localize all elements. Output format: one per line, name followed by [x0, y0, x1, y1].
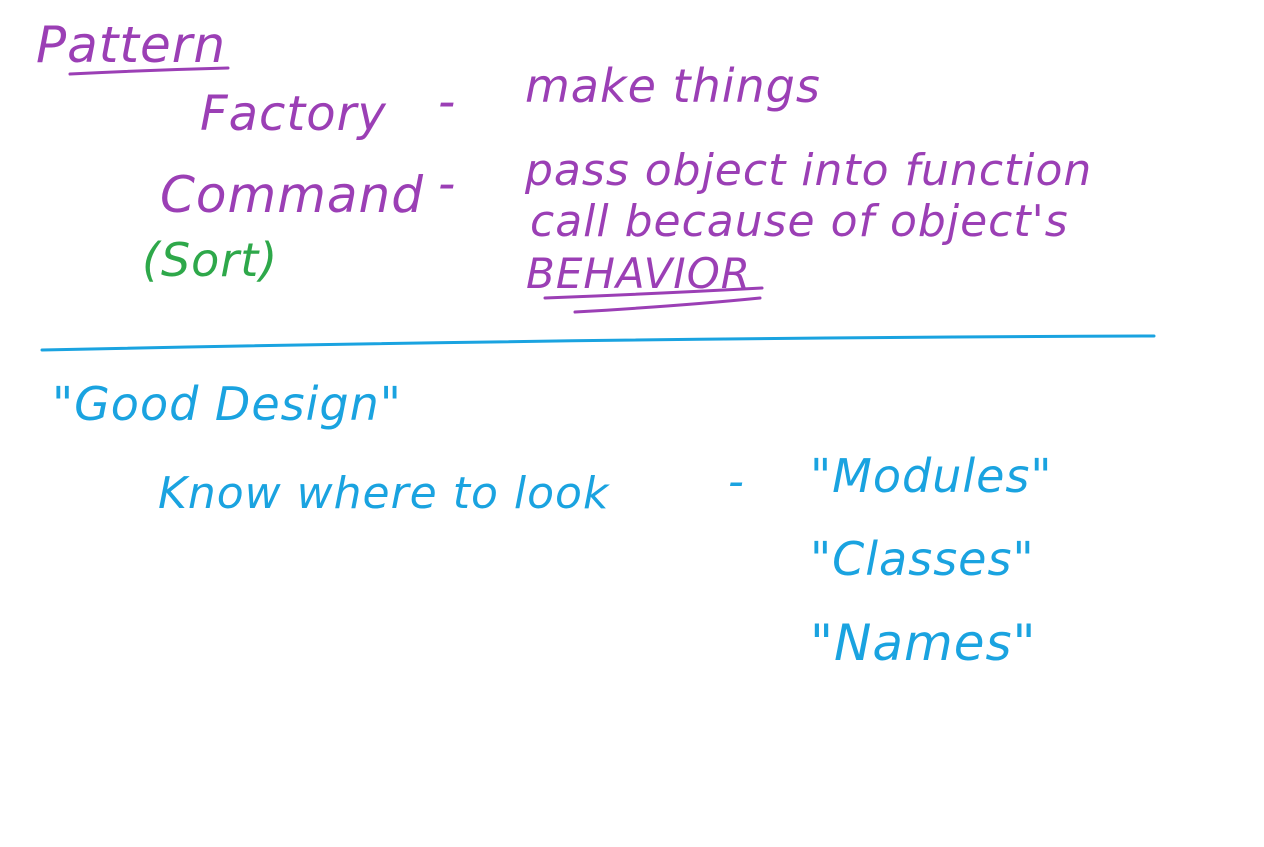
good-design-dash: -	[728, 456, 745, 507]
command-example: (Sort)	[142, 233, 278, 287]
heading-pattern: Pattern	[36, 16, 226, 74]
behavior-underline-1	[543, 286, 764, 300]
command-dash: -	[438, 156, 456, 212]
heading-underline	[68, 66, 230, 76]
factory-term: Factory	[200, 86, 387, 142]
factory-description: make things	[525, 59, 821, 113]
good-design-item-classes: "Classes"	[810, 532, 1035, 586]
command-description-line2: call because of object's	[530, 196, 1069, 247]
command-term: Command	[160, 166, 424, 224]
section-divider	[40, 334, 1156, 352]
good-design-point: Know where to look	[158, 468, 610, 519]
good-design-title: "Good Design"	[52, 377, 402, 431]
behavior-underline-2	[573, 296, 762, 314]
good-design-item-modules: "Modules"	[810, 449, 1053, 503]
factory-dash: -	[438, 74, 456, 130]
command-description-line1: pass object into function	[524, 145, 1092, 196]
good-design-item-names: "Names"	[810, 614, 1037, 672]
